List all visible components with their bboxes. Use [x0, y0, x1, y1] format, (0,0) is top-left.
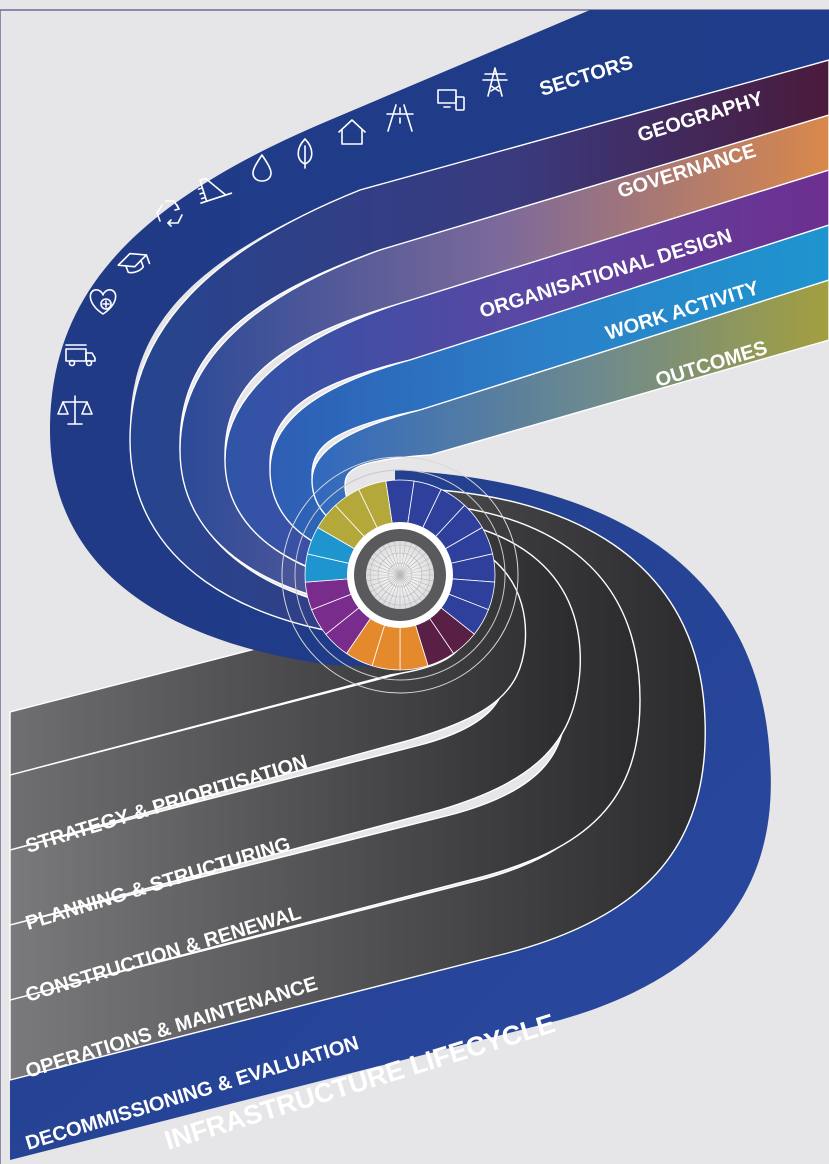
wheel-spoke [399, 574, 427, 598]
wheel-spoke [399, 557, 430, 576]
lifecycle-band [10, 470, 771, 1160]
road-icon [386, 104, 414, 132]
wheel-spoke [399, 542, 412, 576]
education-cap-icon [117, 252, 151, 274]
fire-truck-icon [65, 344, 96, 367]
framework-ribbons [50, 10, 829, 668]
recycling-icon [156, 200, 183, 227]
water-drop-icon [252, 154, 272, 182]
wheel-center-ring [387, 562, 413, 588]
wheel-spoke [377, 548, 401, 576]
wheel-outer-ring-2 [294, 469, 506, 681]
wheel-center-ring [377, 552, 423, 598]
justice-scales-icon [57, 395, 93, 425]
dam-icon [197, 177, 233, 204]
wheel-spoke [382, 574, 401, 605]
sectors-band [50, 10, 829, 668]
wheel-spoke [366, 574, 401, 582]
wheel-spoke [367, 574, 401, 587]
wheel-spoke [367, 563, 401, 576]
wheel-spoke [399, 552, 427, 576]
health-heart-icon [89, 289, 117, 315]
wheel-spoke [399, 541, 407, 576]
wheel-spoke [373, 574, 401, 598]
wheel-spoke [370, 574, 401, 593]
wheel-spoke [399, 574, 430, 593]
housing-icon [338, 119, 366, 145]
wheel-spoke [399, 574, 423, 602]
power-pylon-icon [482, 67, 508, 97]
wheel-outer-ring [281, 456, 519, 694]
sector-icons [57, 67, 508, 425]
wheel-spoke [366, 568, 401, 576]
framework-wheel [281, 456, 519, 694]
wheel-spoke [399, 568, 434, 576]
wheel-spoke [373, 552, 401, 576]
wheel-spoke [393, 541, 401, 576]
wheel-segments [304, 479, 496, 671]
wheel-spoke [399, 574, 412, 608]
digital-devices-icon [437, 89, 465, 111]
wheel-spoke [399, 545, 418, 576]
wheel-spoke [399, 548, 423, 576]
lifecycle-ribbons [9, 470, 771, 1160]
wheel-spoke [377, 574, 401, 602]
wheel-spoke [388, 574, 401, 608]
wheel-spoke [399, 574, 433, 587]
wheel-spoke [399, 574, 434, 582]
wheel-spokes [366, 541, 434, 609]
wheel-spoke [399, 574, 407, 609]
wheel-spoke [399, 574, 418, 605]
environment-leaf-icon [297, 138, 313, 169]
wheel-center-ring [369, 544, 431, 606]
wheel-spoke [382, 545, 401, 576]
wheel-spoke [393, 574, 401, 609]
wheel-spoke [399, 563, 433, 576]
wheel-spoke [388, 542, 401, 576]
wheel-spoke [370, 557, 401, 576]
